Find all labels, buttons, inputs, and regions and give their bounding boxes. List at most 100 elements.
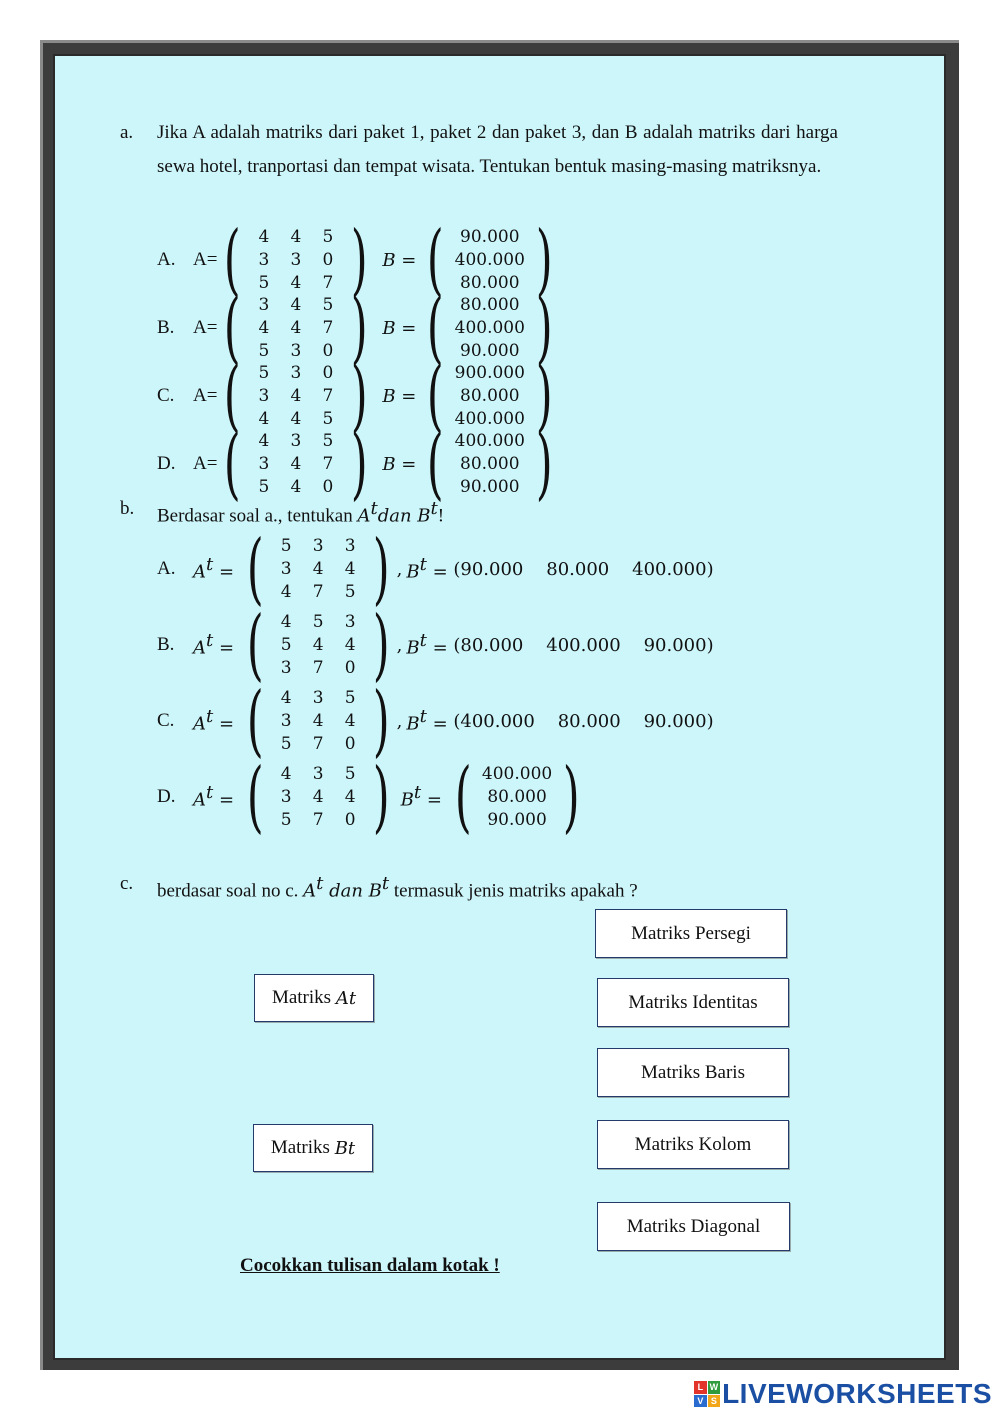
matrix-cell: 5 (280, 809, 292, 830)
matrix-cell: 80.000 (460, 453, 520, 474)
matrix-cell: 5 (258, 340, 270, 361)
separator: , (396, 558, 403, 580)
equals-sign: = (426, 713, 454, 735)
matrix-cell: 0 (344, 733, 356, 754)
matrix-cell: 7 (322, 272, 334, 293)
logo-letter: L (694, 1381, 707, 1394)
matrix-cell: 7 (312, 733, 324, 754)
right-paren: ) (350, 215, 368, 305)
matrix-cell: 5 (322, 408, 334, 429)
question-b-prefix: Berdasar soal a., tentukan (157, 505, 358, 527)
right-paren: ) (535, 283, 553, 373)
liveworksheets-logo-icon: L W V S (694, 1381, 721, 1407)
matrix-cell: 4 (290, 385, 302, 406)
logo-letter: W (707, 1381, 721, 1394)
matrix-cell: 900.000 (454, 362, 525, 383)
matrix-cell: 5 (322, 294, 334, 315)
question-c-letter: c. (120, 873, 134, 894)
matrix-cell: 5 (258, 362, 270, 383)
matrix-cell: 80.000 (460, 272, 520, 293)
option-label: B. (157, 317, 175, 338)
equals-sign: = (426, 561, 454, 583)
match-box-matriks-baris[interactable]: Matriks Baris (597, 1048, 789, 1097)
matrix-cell: 3 (280, 657, 292, 678)
option-label: A. (157, 558, 176, 579)
left-paren: ( (246, 676, 264, 766)
right-paren: ) (535, 351, 553, 441)
question-c-text: berdasar soal no c. At dan Bt termasuk j… (157, 867, 638, 908)
option-label: D. (157, 786, 176, 807)
matrix-cell: 3 (258, 249, 270, 270)
question-c-math-a: A (303, 880, 317, 902)
match-box-matriks-persegi[interactable]: Matriks Persegi (595, 909, 787, 958)
at-sup: t (206, 630, 214, 652)
left-paren: ( (246, 524, 264, 614)
match-box-matriks-diagonal[interactable]: Matriks Diagonal (597, 1202, 790, 1251)
at-base: A (193, 561, 206, 583)
match-box-matriks-identitas[interactable]: Matriks Identitas (597, 978, 789, 1027)
matrix-cell: 4 (290, 226, 302, 247)
match-box-sup: t (348, 987, 357, 1009)
equals-sign: = (213, 637, 240, 659)
match-box-label: Matriks (270, 1137, 330, 1158)
at-symbol: At = (193, 782, 240, 811)
bt-symbol: Bt = (401, 782, 448, 811)
matrix-b-prefix: B = (382, 453, 417, 475)
matrix-cell: 400.000 (454, 430, 525, 451)
left-paren: ( (454, 752, 472, 842)
left-paren: ( (246, 752, 264, 842)
matrix-cell: 4 (312, 558, 324, 579)
match-box-matriks-kolom[interactable]: Matriks Kolom (597, 1120, 789, 1169)
match-box-label: Matriks (271, 987, 332, 1008)
matrix-cell: 3 (280, 710, 292, 731)
matrix-cell: 5 (312, 611, 324, 632)
matrix-cell: 5 (322, 430, 334, 451)
left-paren: ( (427, 419, 444, 509)
matrix-cell: 5 (280, 535, 292, 556)
matrix-cell: 3 (258, 385, 270, 406)
matrix-cell: 7 (312, 581, 324, 602)
right-paren: ) (535, 215, 553, 305)
separator: , (396, 710, 403, 732)
brand-footer: L W V S LIVEWORKSHEETS (694, 1378, 992, 1410)
at-symbol: At = (193, 706, 240, 735)
matrix-cell: 3 (312, 535, 324, 556)
matrix-cell: 4 (344, 710, 356, 731)
at-sup: t (206, 782, 214, 804)
row-matrix: (400.000 80.000 90.000) (453, 710, 714, 732)
matrix-a-prefix: A= (193, 249, 218, 270)
matrix-cell: 7 (312, 657, 324, 678)
match-box-sup: t (347, 1137, 356, 1159)
matrix-cell: 4 (258, 408, 270, 429)
matrix-cell: 400.000 (481, 763, 553, 784)
matrix-cell: 5 (258, 272, 270, 293)
matrix-cell: 4 (290, 476, 302, 497)
left-paren: ( (224, 419, 242, 509)
right-paren: ) (350, 283, 368, 373)
left-paren: ( (427, 351, 444, 441)
matrix-cell: 400.000 (454, 317, 525, 338)
matrix-cell: 400.000 (454, 249, 525, 270)
equals-sign: = (426, 637, 454, 659)
at-sup: t (206, 706, 214, 728)
matrix-b-prefix: B = (382, 385, 417, 407)
question-c-math-b: dan B (323, 880, 382, 902)
question-b-suffix: ! (437, 505, 445, 527)
left-paren: ( (246, 600, 264, 690)
matrix-cell: 0 (322, 249, 334, 270)
matrix-a-prefix: A= (193, 317, 218, 338)
left-paren: ( (224, 215, 242, 305)
